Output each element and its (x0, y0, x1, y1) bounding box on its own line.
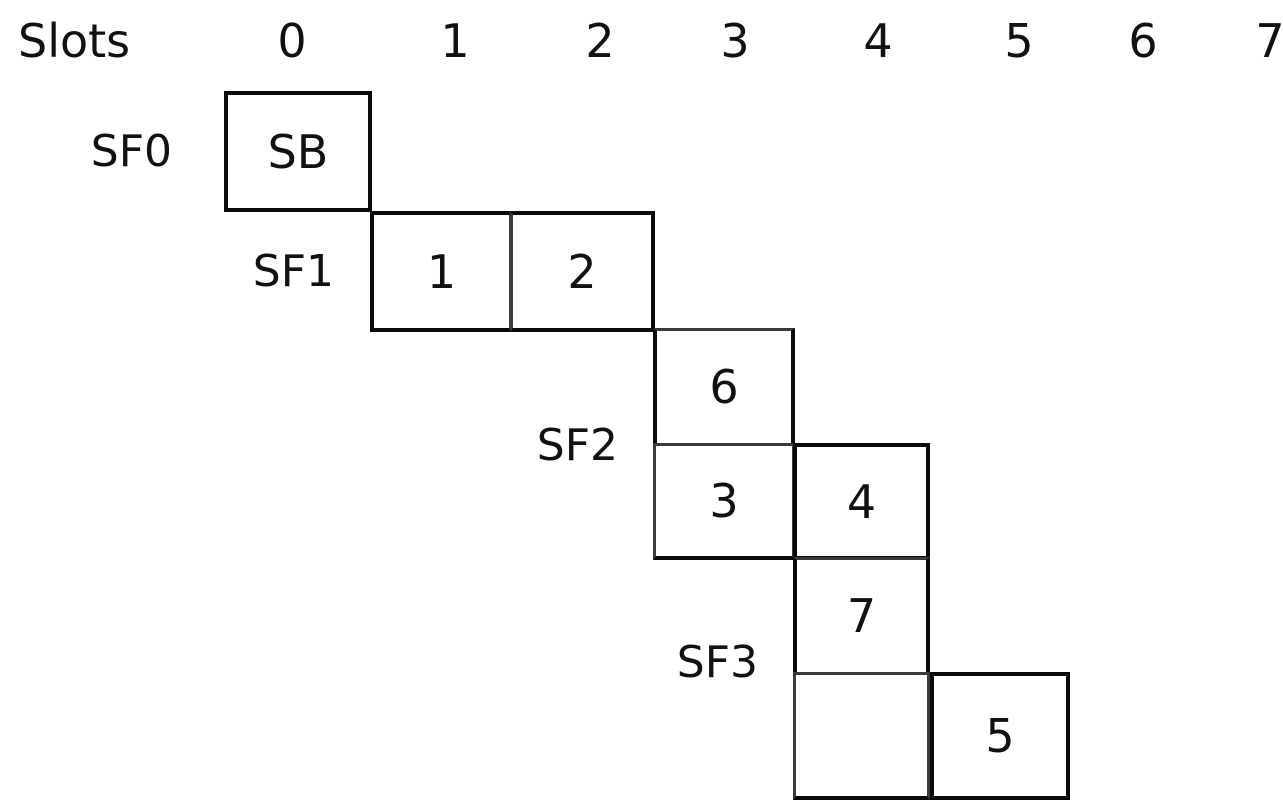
cell-sf3-bottom-slot5[interactable]: 5 (930, 672, 1070, 800)
column-header-6: 6 (1128, 14, 1158, 68)
column-header-7: 7 (1255, 14, 1283, 68)
row-label-sf0: SF0 (90, 126, 172, 177)
cell-sf0-slot0-sb[interactable]: SB (224, 91, 372, 212)
cell-value: 2 (567, 244, 597, 299)
row-label-sf2: SF2 (536, 420, 618, 471)
cell-value: 6 (709, 360, 739, 414)
cell-value: 1 (426, 244, 457, 299)
cell-sf3-bottom-slot4-empty[interactable] (793, 672, 930, 800)
cell-value: 7 (846, 589, 877, 643)
column-header-2: 2 (585, 14, 615, 68)
cell-sf2-bottom-slot3[interactable]: 3 (653, 443, 795, 560)
cell-sf1-slot2[interactable]: 2 (510, 211, 655, 332)
row-label-sf3: SF3 (676, 637, 758, 688)
column-header-0: 0 (277, 14, 307, 68)
cell-sf3-top-slot4[interactable]: 7 (793, 557, 930, 675)
cell-sf2-bottom-slot4[interactable]: 4 (793, 443, 930, 560)
cell-value: SB (267, 124, 329, 179)
slots-axis-label: Slots (18, 14, 131, 68)
cell-sf2-top-slot3[interactable]: 6 (653, 328, 795, 446)
column-header-5: 5 (1004, 14, 1034, 68)
cell-value: 3 (709, 474, 739, 528)
column-header-3: 3 (720, 14, 750, 68)
cell-sf1-slot1[interactable]: 1 (370, 211, 512, 332)
column-header-4: 4 (863, 14, 893, 68)
column-header-1: 1 (440, 14, 470, 68)
row-label-sf1: SF1 (252, 246, 334, 297)
cell-value: 5 (985, 709, 1015, 763)
cell-value: 4 (846, 474, 877, 529)
